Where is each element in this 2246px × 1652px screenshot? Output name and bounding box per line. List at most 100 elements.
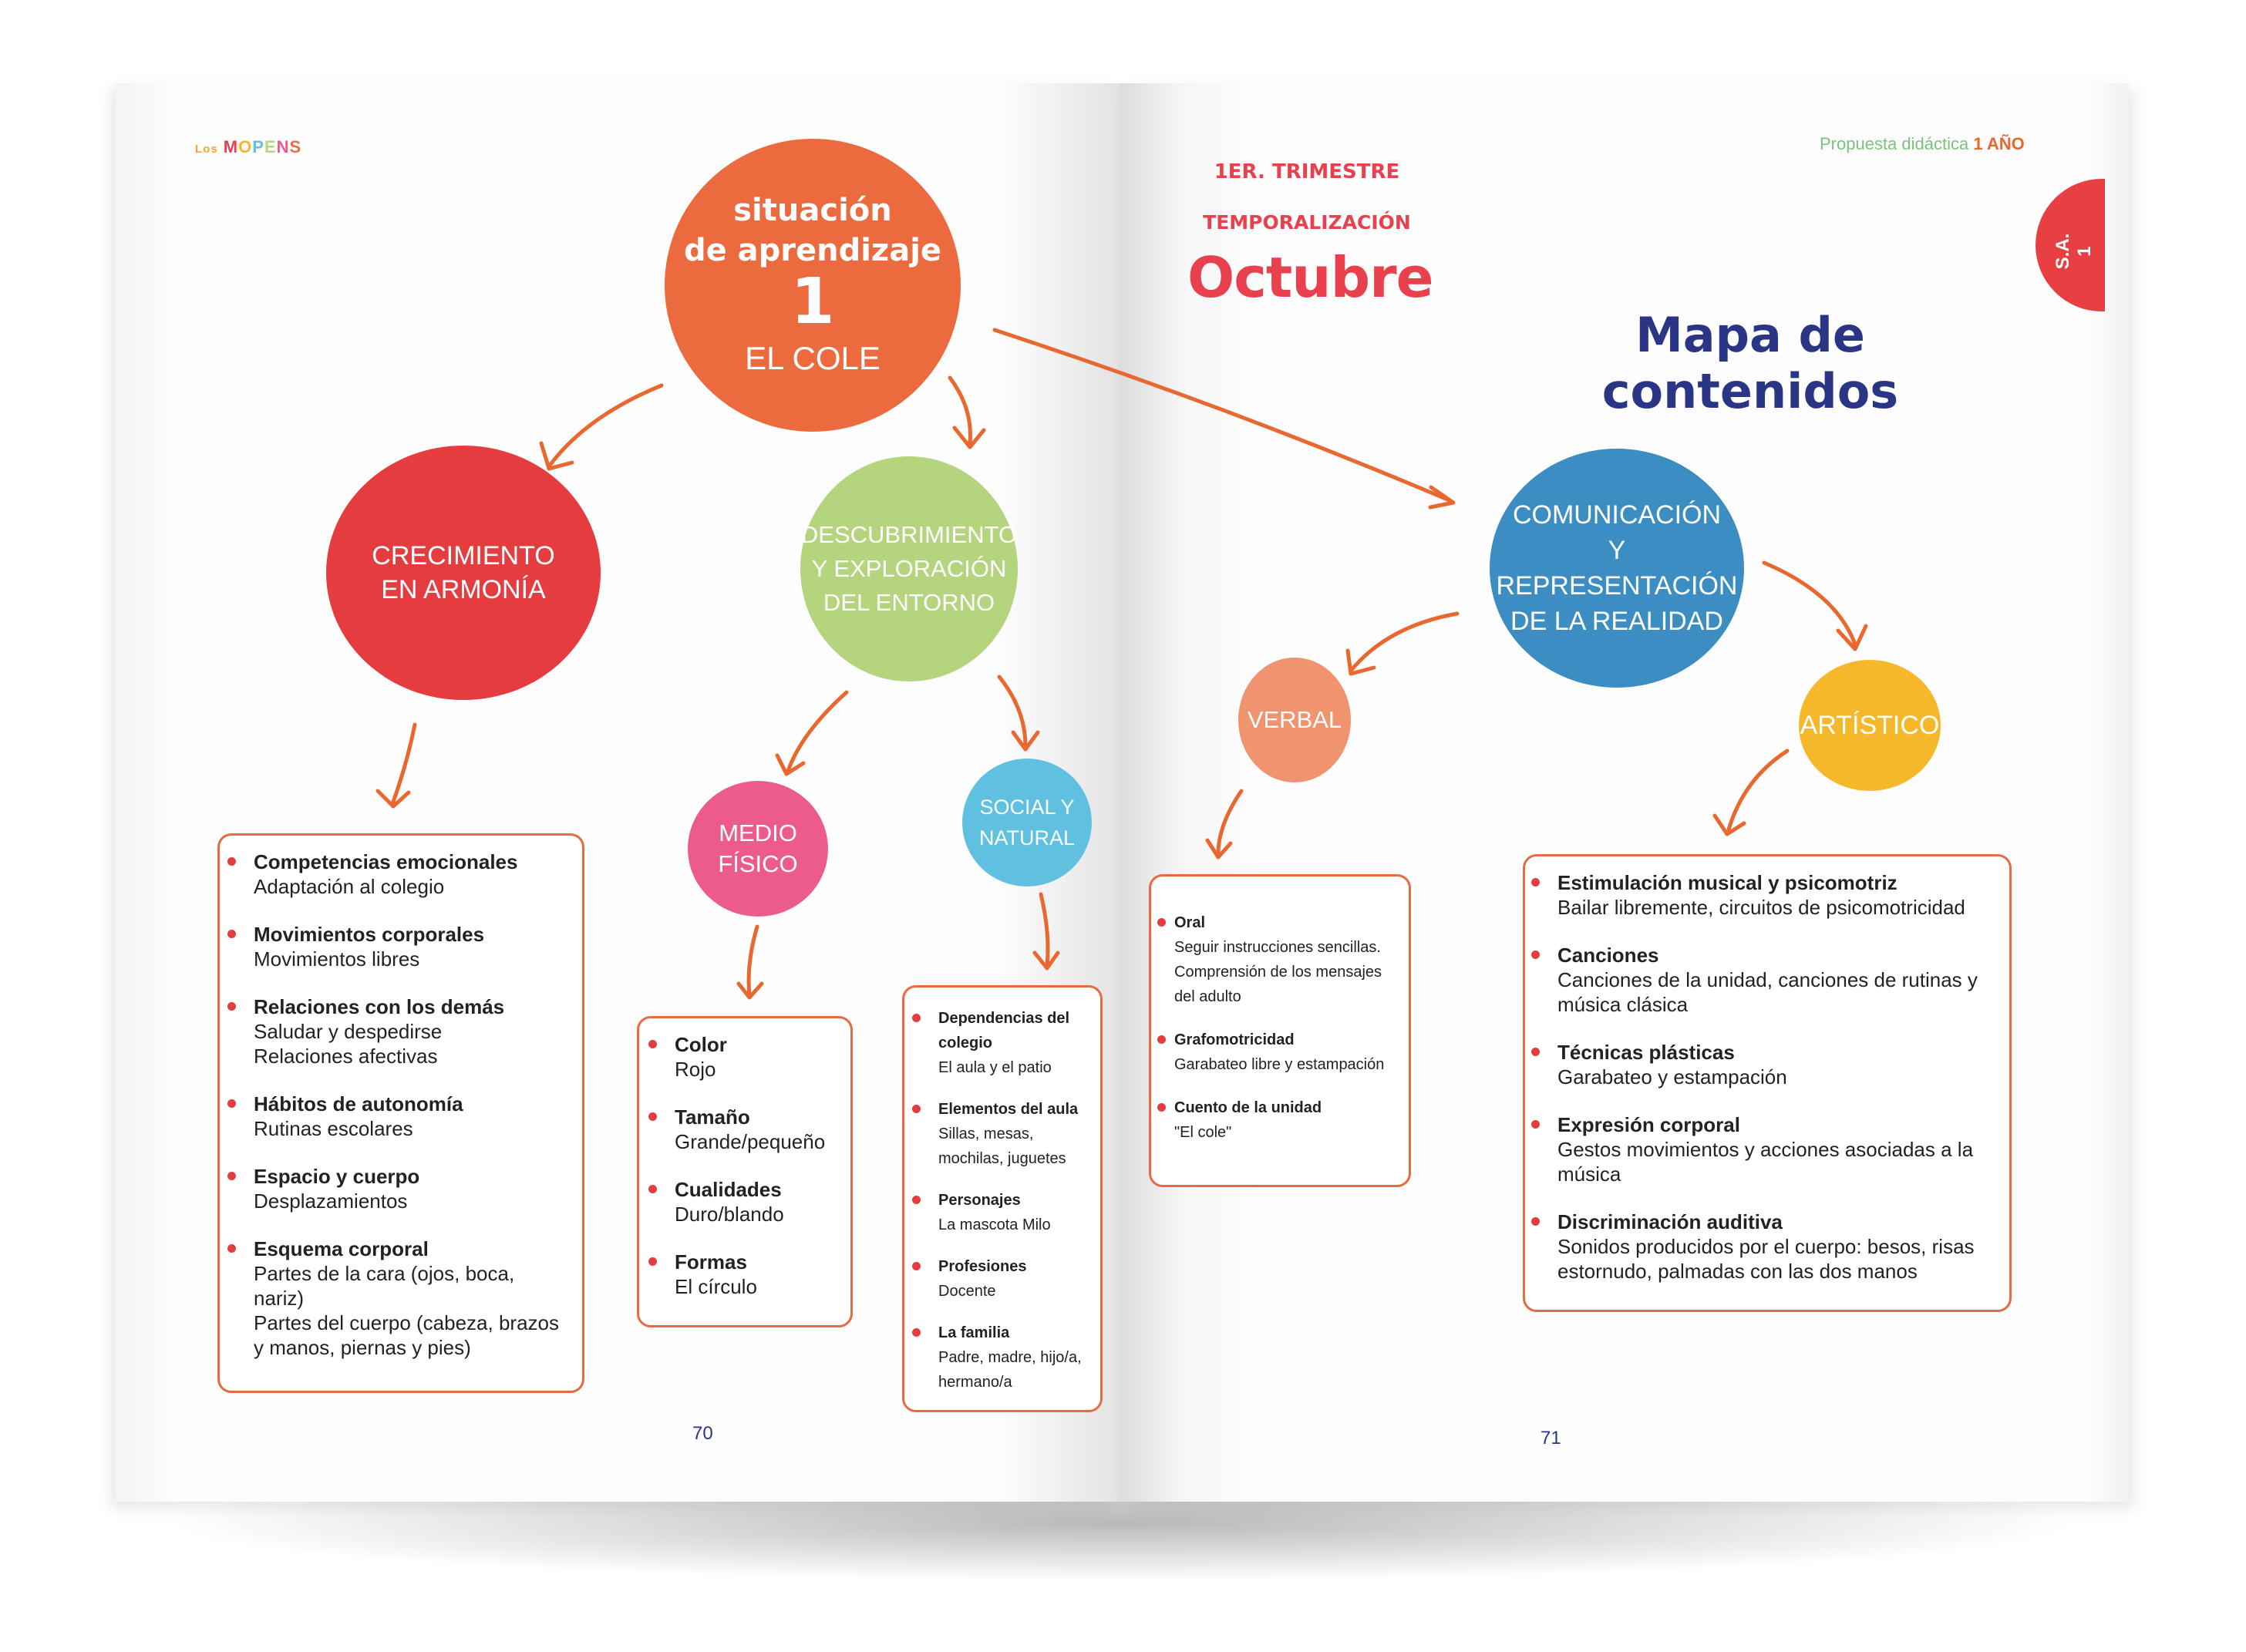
brand-small: Los — [195, 143, 218, 156]
circle-social-label: SOCIAL Y NATURAL — [978, 796, 1076, 850]
box-social-natural: Dependencias del colegio El aula y el pat… — [902, 985, 1103, 1412]
arrow-desc-social — [997, 675, 1028, 749]
list-item-text: Rojo — [675, 1058, 716, 1081]
list-item-text: Relaciones afectivas — [254, 1045, 438, 1068]
list-item: Personajes La mascota Milo — [912, 1188, 1085, 1237]
list-item-heading: Cualidades — [675, 1178, 782, 1201]
circle-crecimiento: CRECIMIENTO EN ARMONÍA — [326, 446, 601, 700]
arrowhead-medio-box — [736, 981, 764, 1000]
list-item-heading: Expresión corporal — [1557, 1113, 1740, 1136]
temporalizacion-title: TEMPORALIZACIÓN — [1203, 211, 1411, 234]
circle-descubrimiento-label: DESCUBRIMIENTO Y EXPLORACIÓN DEL ENTORNO — [800, 521, 1018, 616]
list-item-heading: Color — [675, 1033, 727, 1056]
list-item-heading: Espacio y cuerpo — [254, 1165, 420, 1188]
list-item-heading: Movimientos corporales — [254, 923, 485, 946]
arrowhead-main-com — [1428, 485, 1456, 510]
list-item-text: Padre, madre, hijo/a, hermano/a — [938, 1349, 1082, 1391]
arrowhead-art-box — [1712, 813, 1746, 836]
arrowhead-main-desc — [952, 426, 986, 449]
list-item-text: Garabateo libre y estampación — [1174, 1056, 1385, 1073]
list-item-heading: Técnicas plásticas — [1557, 1041, 1735, 1064]
list-item-text: Canciones de la unidad, canciones de rut… — [1557, 968, 1978, 1016]
arrowhead-desc-social — [1011, 730, 1040, 752]
arrow-main-com — [992, 328, 1453, 503]
list-item-heading: Estimulación musical y psicomotriz — [1557, 871, 1897, 894]
page-number-right: 71 — [1541, 1428, 1561, 1448]
mapa-title: Mapa de contenidos — [1601, 307, 1899, 419]
list-item-heading: Relaciones con los demás — [254, 995, 505, 1018]
month-title: Octubre — [1187, 245, 1433, 310]
list-item-text: Adaptación al colegio — [254, 875, 445, 898]
main-number: 1 — [790, 265, 835, 338]
circle-comunicacion-label: COMUNICACIÓN Y REPRESENTACIÓN DE LA REAL… — [1496, 500, 1738, 636]
list-item-text: Rutinas escolares — [254, 1117, 413, 1140]
circle-descubrimiento: DESCUBRIMIENTO Y EXPLORACIÓN DEL ENTORNO — [800, 456, 1018, 681]
arrow-com-art — [1762, 560, 1857, 647]
list-item-text: El aula y el patio — [938, 1059, 1052, 1076]
list-item-heading: Oral — [1174, 914, 1206, 931]
list-item-text: Sonidos producidos por el cuerpo: besos,… — [1557, 1235, 1975, 1283]
list-item-text: Garabateo y estampación — [1557, 1065, 1787, 1088]
arrow-art-box — [1726, 749, 1790, 832]
list-item-text: Partes de la cara (ojos, boca, nariz) — [254, 1262, 515, 1310]
arrowhead-main-crec — [539, 441, 574, 471]
list-item-text: Bailar libremente, circuitos de psicomot… — [1557, 896, 1965, 919]
header-text: Propuesta didáctica — [1820, 134, 1969, 153]
list-item-heading: Hábitos de autonomía — [254, 1092, 463, 1115]
list-item-heading: Dependencias del colegio — [938, 1010, 1070, 1051]
list-item-heading: Profesiones — [938, 1258, 1027, 1275]
list-item-heading: La familia — [938, 1324, 1010, 1341]
arrow-social-box — [1039, 892, 1050, 967]
list-item-text: Seguir instrucciones sencillas. — [1174, 939, 1381, 956]
trimestre-title: 1ER. TRIMESTRE — [1214, 160, 1400, 183]
circle-artistico-label: ARTÍSTICO — [1800, 711, 1940, 740]
arrowhead-desc-medio — [775, 753, 806, 776]
arrowhead-crec-box — [375, 789, 411, 809]
list-item-text: El círculo — [675, 1275, 757, 1298]
list-item-text: La mascota Milo — [938, 1216, 1051, 1233]
brand-name: MOPENS — [223, 137, 302, 156]
circle-verbal: VERBAL — [1238, 658, 1351, 782]
header-year: 1 AÑO — [1973, 134, 2025, 153]
list-item-heading: Competencias emocionales — [254, 850, 518, 873]
main-name: EL COLE — [745, 340, 881, 376]
circle-crecimiento-label: CRECIMIENTO EN ARMONÍA — [372, 541, 555, 604]
list-item-heading: Canciones — [1557, 944, 1659, 967]
list-item-heading: Tamaño — [675, 1105, 750, 1129]
list-item: Dependencias del colegio El aula y el pat… — [912, 1006, 1085, 1080]
main-line1: situación — [733, 193, 892, 228]
circle-social-natural: SOCIAL Y NATURAL — [962, 759, 1092, 887]
arrow-main-desc — [948, 375, 972, 446]
list-item: Cuento de la unidad"El cole" — [1157, 1095, 1393, 1145]
list-item-text: "El cole" — [1174, 1124, 1232, 1141]
list-item-heading: Esquema corporal — [254, 1237, 429, 1260]
list-item-text: Gestos movimientos y acciones asociadas … — [1557, 1138, 1974, 1186]
circle-artistico: ARTÍSTICO — [1799, 660, 1941, 791]
arrowhead-com-art — [1836, 624, 1868, 651]
circle-medio-fisico: MEDIO FÍSICO — [688, 781, 828, 917]
main-line2: de aprendizaje — [683, 233, 942, 268]
list-item-heading: Personajes — [938, 1192, 1021, 1209]
arrowhead-social-box — [1032, 950, 1060, 971]
arrow-crec-box — [391, 722, 417, 804]
